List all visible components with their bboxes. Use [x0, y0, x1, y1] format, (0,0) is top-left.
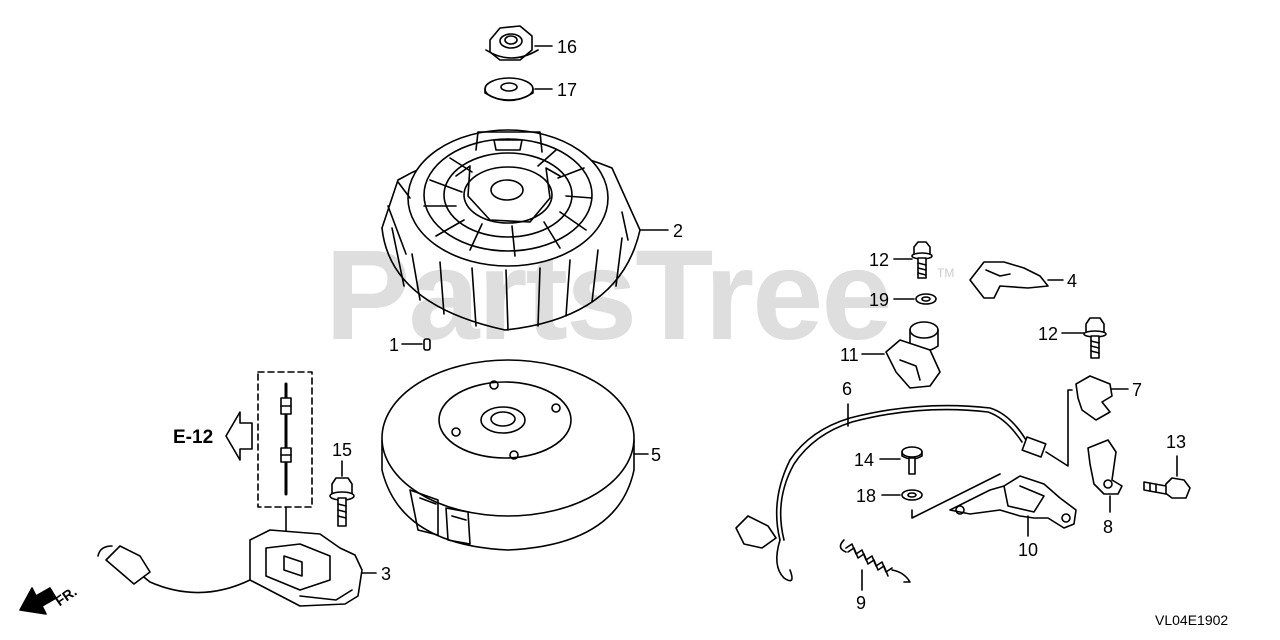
callout-6[interactable]: 6: [842, 379, 853, 399]
callout-14[interactable]: 14: [854, 450, 875, 470]
bolt-part-15[interactable]: [329, 477, 355, 527]
diagram-code: VL04E1902: [1155, 612, 1229, 628]
reference-label[interactable]: E-12: [173, 427, 214, 448]
key-part-1[interactable]: [423, 338, 431, 351]
stud-bolt-assembly[interactable]: [257, 371, 313, 508]
bolt-part-13[interactable]: [1143, 477, 1191, 499]
callout-4[interactable]: 4: [1067, 271, 1078, 291]
callout-3[interactable]: 3: [381, 564, 392, 584]
watermark-trademark: TM: [937, 266, 955, 280]
spring-part-9[interactable]: [839, 539, 911, 583]
bolt-part-12-lower[interactable]: [1083, 317, 1107, 359]
bracket-part-4[interactable]: [969, 261, 1049, 299]
front-direction-arrow-icon: [19, 587, 57, 615]
flange-nut-part-16[interactable]: [485, 25, 539, 61]
callout-9[interactable]: 9: [856, 593, 867, 613]
screw-part-14[interactable]: [901, 446, 923, 475]
callout-18[interactable]: 18: [856, 486, 877, 506]
callout-11[interactable]: 11: [840, 345, 859, 365]
switch-part-11[interactable]: [885, 321, 941, 389]
sensor-part-10[interactable]: [949, 475, 1077, 529]
wire-harness-part-6[interactable]: [735, 404, 1047, 582]
bolt-part-12-upper[interactable]: [911, 241, 933, 279]
callout-5[interactable]: 5: [651, 445, 662, 465]
callout-15[interactable]: 15: [332, 440, 353, 460]
flywheel-part-5[interactable]: [381, 359, 635, 551]
washer-part-19[interactable]: [915, 293, 937, 305]
callout-19[interactable]: 19: [869, 290, 890, 310]
callout-12-upper[interactable]: 12: [869, 250, 890, 270]
callout-8[interactable]: 8: [1103, 517, 1114, 537]
reference-arrow-icon: [225, 411, 253, 461]
callout-12-lower[interactable]: 12: [1038, 324, 1059, 344]
callout-13[interactable]: 13: [1166, 432, 1187, 452]
cooling-fan-part-2[interactable]: [381, 129, 641, 331]
clip-part-7[interactable]: [1075, 375, 1113, 421]
callout-1[interactable]: 1: [389, 335, 400, 355]
callout-10[interactable]: 10: [1018, 540, 1039, 560]
washer-part-18[interactable]: [901, 489, 923, 501]
ignition-coil-part-3[interactable]: [97, 529, 363, 607]
callout-17[interactable]: 17: [557, 80, 578, 100]
washer-part-17[interactable]: [484, 77, 534, 102]
callout-7[interactable]: 7: [1132, 380, 1143, 400]
bracket-part-8[interactable]: [1087, 439, 1123, 495]
callout-2[interactable]: 2: [673, 221, 684, 241]
callout-16[interactable]: 16: [557, 37, 578, 57]
